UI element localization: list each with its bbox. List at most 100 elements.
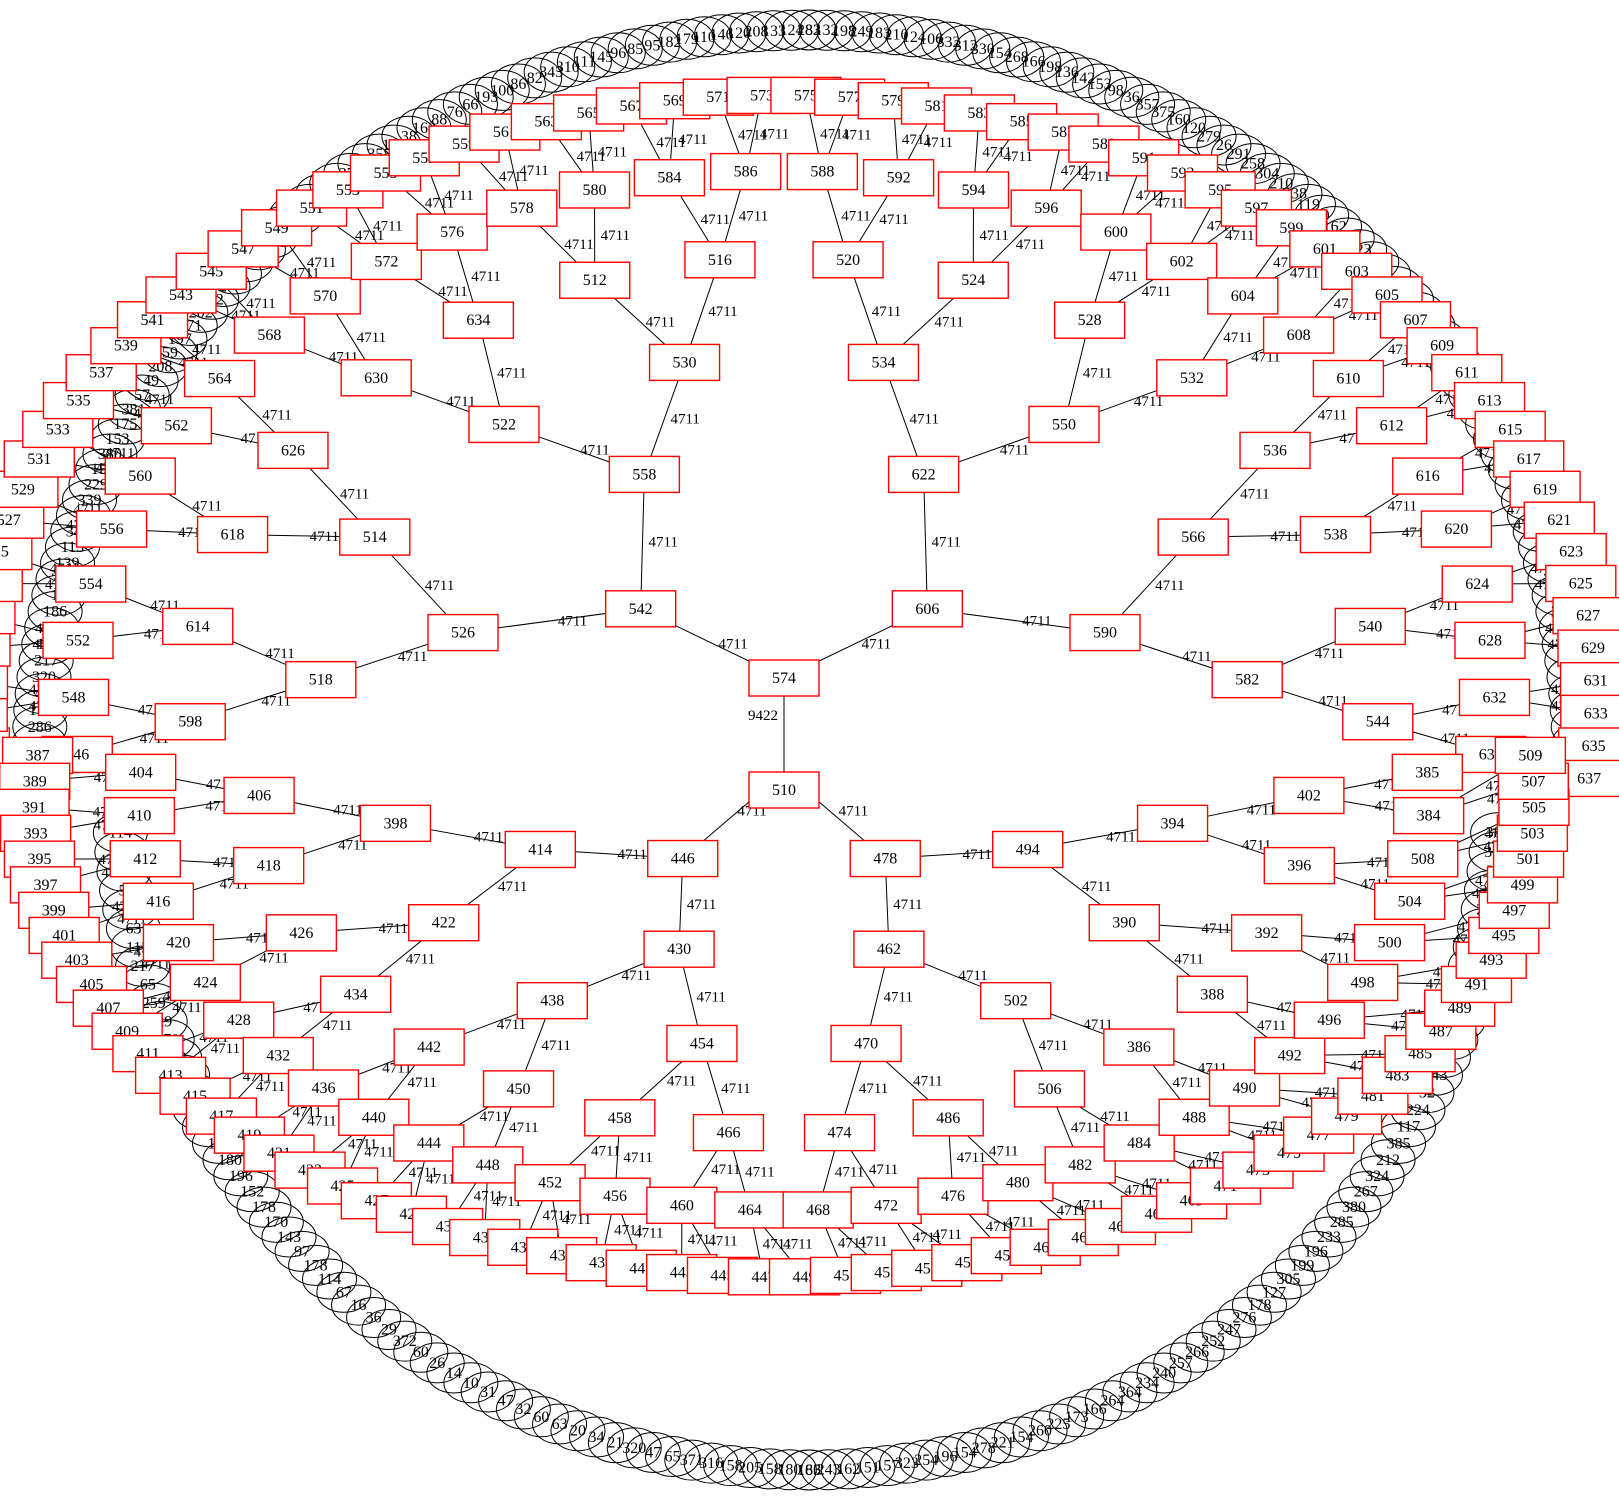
edge-weight-label: 4711 bbox=[1321, 951, 1350, 967]
tree-node: 398 bbox=[359, 804, 432, 843]
leaf-ellipse bbox=[302, 1258, 358, 1300]
tree-node: 572 bbox=[350, 242, 423, 281]
leaf-ellipse bbox=[1055, 57, 1111, 99]
node-box bbox=[109, 840, 181, 878]
tree-node: 626 bbox=[257, 431, 329, 470]
edge-weight-label: 4711 bbox=[1201, 921, 1230, 937]
leaf-label: 59 bbox=[162, 345, 178, 362]
edge-weight-label: 4711 bbox=[656, 135, 685, 151]
edge-weight-label: 4711 bbox=[688, 1232, 717, 1248]
node-label: 531 bbox=[27, 451, 51, 468]
node-label: 406 bbox=[247, 787, 271, 804]
leaf-ellipse bbox=[361, 1309, 417, 1351]
node-label: 399 bbox=[42, 902, 66, 919]
leaf-label: 60 bbox=[413, 1344, 429, 1361]
tree-node: 462 bbox=[853, 930, 925, 968]
node-label: 395 bbox=[27, 851, 51, 868]
edge-weight-label: 4711 bbox=[1257, 1018, 1286, 1034]
tree-node: 466 bbox=[692, 1113, 765, 1152]
tree-node: 568 bbox=[233, 316, 306, 354]
node-box bbox=[1392, 796, 1465, 835]
edge-weight-label: 4711 bbox=[1174, 951, 1203, 967]
tree-node: 627 bbox=[1552, 596, 1619, 635]
edge-weight-label: 4711 bbox=[1225, 228, 1254, 244]
node-box bbox=[1535, 532, 1607, 571]
edge-weight-label: 4711 bbox=[838, 1236, 867, 1252]
leaf-node-lower-left: 65 bbox=[644, 1436, 700, 1478]
node-label: 491 bbox=[1464, 976, 1488, 993]
leaf-node-lower-right: 127 bbox=[1246, 1271, 1302, 1313]
node-box bbox=[1208, 1069, 1281, 1107]
edge-weight-label: 4711 bbox=[884, 989, 913, 1005]
tree-node: 550 bbox=[1028, 405, 1100, 444]
node-box bbox=[1441, 565, 1513, 603]
tree-node: 616 bbox=[1392, 457, 1464, 495]
leaf-label: 16 bbox=[351, 1297, 367, 1314]
edge-weight-label: 4711 bbox=[1155, 196, 1184, 212]
node-label: 498 bbox=[1351, 974, 1375, 991]
node-box bbox=[1523, 501, 1595, 539]
node-label: 438 bbox=[540, 993, 564, 1010]
edge-weight-label: 4711 bbox=[262, 407, 291, 423]
node-label: 627 bbox=[1576, 608, 1600, 625]
leaf-label: 343 bbox=[539, 64, 563, 81]
tree-node: 596 bbox=[1010, 189, 1082, 227]
leaf-node-upper-right: 198 bbox=[816, 10, 872, 52]
node-label: 596 bbox=[1034, 200, 1058, 217]
edge-weight-label: 4711 bbox=[711, 1162, 740, 1178]
leaf-node-lower-left: 36 bbox=[346, 1297, 402, 1339]
leaf-ellipse bbox=[1274, 1244, 1330, 1286]
node-box bbox=[339, 518, 411, 556]
leaf-node-upper-right: 198 bbox=[1022, 46, 1078, 88]
tree-node: 580 bbox=[558, 171, 631, 209]
node-box bbox=[1145, 242, 1218, 281]
edge-weight-label: 4711 bbox=[310, 529, 339, 545]
leaf-ellipse bbox=[761, 1449, 817, 1491]
tree-node: 424 bbox=[169, 963, 242, 1002]
node-label: 609 bbox=[1430, 338, 1454, 355]
tree-node: 631 bbox=[1559, 662, 1619, 700]
leaf-ellipse bbox=[288, 1244, 344, 1286]
node-label: 603 bbox=[1345, 263, 1369, 280]
leaf-label: 88 bbox=[431, 112, 447, 129]
edge-weight-label: 4711 bbox=[859, 1081, 888, 1097]
node-box bbox=[1509, 470, 1581, 508]
leaf-ellipse bbox=[1166, 107, 1222, 149]
tree-node: 633 bbox=[1560, 694, 1619, 733]
leaf-ellipse bbox=[703, 1445, 759, 1487]
tree-node: 553 bbox=[312, 171, 384, 209]
node-box bbox=[1013, 1070, 1086, 1108]
edge-weight-label: 4711 bbox=[1155, 578, 1184, 594]
leaf-label: 229 bbox=[84, 476, 108, 493]
leaf-label: 20 bbox=[570, 1423, 586, 1440]
edge-weight-label: 4711 bbox=[426, 1172, 455, 1188]
node-label: 440 bbox=[362, 1109, 386, 1126]
node-box bbox=[442, 301, 515, 339]
edge-weight-label: 4711 bbox=[323, 1018, 352, 1034]
node-box bbox=[183, 359, 256, 398]
leaf-node-lower-right: 162 bbox=[820, 1448, 876, 1490]
leaf-ellipse bbox=[1231, 1284, 1287, 1326]
node-label: 533 bbox=[46, 421, 70, 438]
leaf-ellipse bbox=[898, 1439, 954, 1481]
edge-weight-label: 4711 bbox=[1124, 1183, 1153, 1199]
leaf-ellipse bbox=[1088, 69, 1144, 111]
node-box bbox=[982, 1163, 1054, 1202]
tree-node: 521 bbox=[0, 596, 16, 635]
leaf-label: 210 bbox=[1269, 175, 1293, 192]
leaf-label: 178 bbox=[1247, 1297, 1271, 1314]
edge-weight-label: 4711 bbox=[934, 314, 963, 330]
edge-weight-label: 4711 bbox=[558, 614, 587, 630]
leaf-ellipse bbox=[1260, 1258, 1316, 1300]
tree-node: 448 bbox=[452, 1146, 524, 1184]
tree-node: 518 bbox=[285, 660, 357, 699]
leaf-label: 98 bbox=[1108, 82, 1124, 99]
tree-node: 456 bbox=[579, 1177, 651, 1215]
node-label: 500 bbox=[1378, 935, 1402, 952]
node-label: 571 bbox=[706, 89, 730, 106]
edge-weight-label: 4711 bbox=[1318, 694, 1347, 710]
edge-weight-label: 4711 bbox=[172, 1000, 201, 1016]
node-box bbox=[140, 407, 213, 445]
edge-weight-label: 4711 bbox=[820, 126, 849, 142]
node-label: 625 bbox=[1569, 575, 1593, 592]
